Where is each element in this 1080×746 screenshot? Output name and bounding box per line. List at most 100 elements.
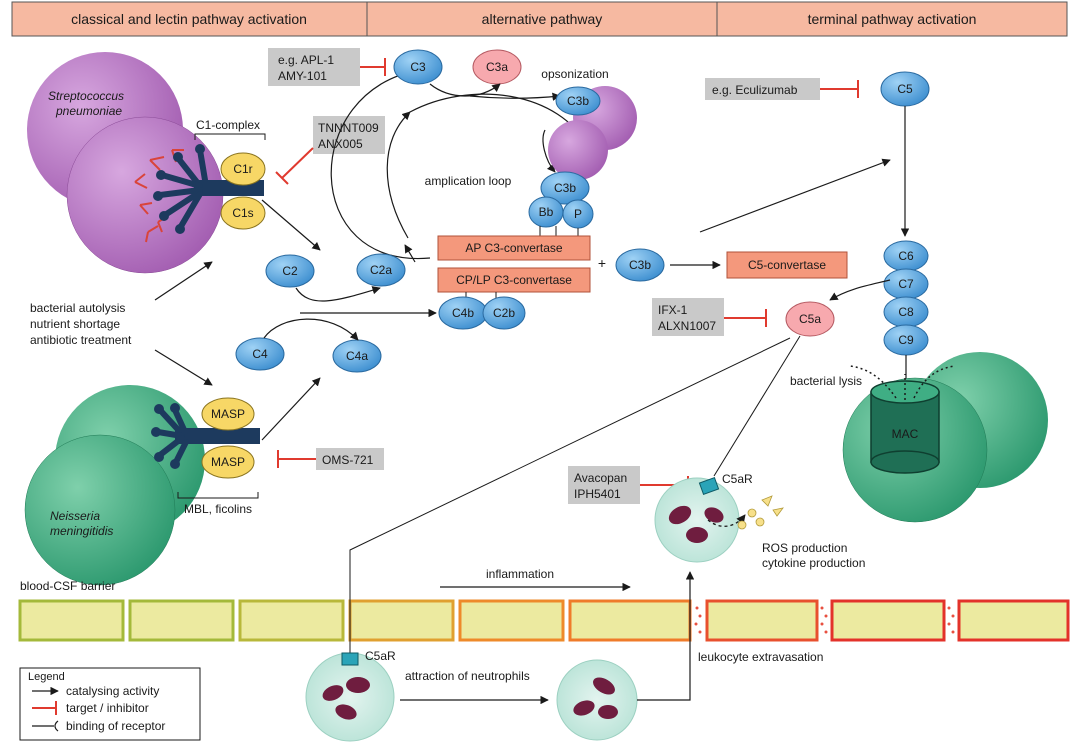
lysis-efflux-arrows — [849, 365, 956, 400]
cytokine-label: cytokine production — [762, 556, 865, 570]
barrier-cell-3 — [238, 599, 345, 642]
barrier-leak-dots — [694, 606, 955, 634]
c9-label: C9 — [898, 333, 914, 347]
c2-label: C2 — [282, 264, 298, 278]
classical-arrows — [261, 199, 437, 441]
inhibitor-apl-tbar — [360, 58, 386, 76]
c2b-node — [482, 296, 526, 330]
triggers-text: bacterial autolysis nutrient shortage an… — [30, 301, 132, 347]
inhibitor-oms-tbar — [277, 450, 316, 468]
barrier-cell-6 — [568, 599, 692, 642]
c5a-node — [785, 301, 835, 337]
mac-bottom — [870, 450, 940, 474]
barrier-cell-9 — [957, 599, 1070, 642]
inhibitor-apl-line1: e.g. APL-1 — [278, 53, 334, 67]
inhibitor-ifx-line1: IFX-1 — [658, 303, 688, 317]
c1r-label: C1r — [233, 162, 252, 176]
inhibitor-avacopan: Avacopan IPH5401 — [568, 466, 689, 504]
classical-cleavage: C2 C2a C4 C4a — [235, 199, 437, 441]
trigger-line1: bacterial autolysis — [30, 301, 125, 315]
c1-complex-label: C1-complex — [196, 118, 260, 132]
c5a-label: C5a — [799, 312, 821, 326]
inflammation-label: inflammation — [486, 567, 554, 581]
cp-c3-convertase-label: CP/LP C3-convertase — [456, 273, 572, 287]
ros-particles — [737, 495, 784, 530]
inhibitor-avacopan-box — [568, 466, 640, 504]
attraction-label: attraction of neutrophils — [405, 669, 530, 683]
streptococcus-cluster: Streptococcus pneumoniae C1r C1s — [27, 52, 266, 274]
barrier-label: blood-CSF barrier — [20, 579, 115, 593]
c5ar-top-label: C5aR — [722, 472, 753, 486]
inhibitor-oms: OMS-721 — [277, 448, 384, 470]
opsonization-label: opsonization — [541, 67, 608, 81]
neutrophil-activated: C5aR ROS production cytokine production — [654, 335, 865, 570]
inhibitor-ifx-line2: ALXN1007 — [658, 319, 716, 333]
barrier-cell-7 — [705, 599, 819, 642]
bb-label: Bb — [539, 205, 554, 219]
neisseria-name-line2: meningitidis — [50, 524, 113, 538]
inhibitor-eculizumab: e.g. Eculizumab — [705, 78, 859, 100]
c4-label: C4 — [252, 347, 268, 361]
c5ar-top-icon — [698, 476, 720, 496]
neutrophil-activated-nucleus — [668, 505, 724, 543]
c3b-mid-label: C3b — [629, 258, 651, 272]
header-terminal-box — [716, 1, 1068, 37]
trigger-line2: nutrient shortage — [30, 317, 120, 331]
barrier-cell-1 — [18, 599, 125, 642]
inhibitor-avacopan-line1: Avacopan — [574, 471, 627, 485]
ap-c3-convertase-box — [437, 235, 591, 261]
mac-top — [870, 380, 940, 404]
c4-node — [235, 337, 285, 371]
inhibitor-tnnnt-line1: TNNNT009 — [318, 121, 379, 135]
c3b-loop-label: C3b — [554, 181, 576, 195]
legend-binding: binding of receptor — [66, 719, 165, 733]
c1s-node — [220, 196, 266, 230]
trigger-arrows — [154, 261, 213, 386]
inhibitor-oms-box — [316, 448, 384, 470]
alternative-pathway: amplication loop C3 C3a opsonization C3b… — [330, 49, 891, 330]
c4b-label: C4b — [452, 306, 474, 320]
masp-label-top: MASP — [211, 407, 245, 421]
c3b-opson-node — [555, 86, 601, 116]
neutrophil-left-cell — [305, 652, 395, 742]
c3-label: C3 — [410, 60, 426, 74]
barrier-cell-4 — [348, 599, 455, 642]
c3-cleavage-arrow — [429, 83, 501, 97]
masp-node-top — [201, 397, 255, 431]
c3b-loop-node — [540, 171, 590, 205]
ap-c3-convertase-label: AP C3-convertase — [465, 241, 562, 255]
strep-name-line2: pneumoniae — [55, 104, 122, 118]
c1r-node — [220, 152, 266, 186]
c5ar-bottom-icon — [341, 652, 359, 666]
legend-title: Legend — [28, 671, 65, 683]
convertase-to-c5-arrow — [699, 158, 891, 233]
c5-convertase-box — [726, 251, 848, 279]
header-terminal: terminal pathway activation — [808, 11, 977, 27]
c1-complex-bracket — [194, 133, 266, 140]
neutrophil-right-nucleus — [573, 677, 618, 719]
c2a-label: C2a — [370, 263, 392, 277]
inhibitor-apl-box — [268, 48, 360, 86]
masp-label-bottom: MASP — [211, 455, 245, 469]
c1s-label: C1s — [232, 206, 253, 220]
c2-node — [265, 254, 315, 288]
terminal-pathway: C5 C6 C7 C8 C9 C5a bacterial lysis MAC — [785, 71, 1048, 523]
c5-convertase-label: C5-convertase — [748, 258, 826, 272]
p-label: P — [574, 207, 582, 221]
loop-left-arc — [330, 69, 431, 260]
neisseria-name-line1: Neisseria — [50, 509, 100, 523]
mbl-bracket — [177, 492, 259, 499]
inhibitor-ifx-box — [652, 298, 724, 336]
inhibitor-eculizumab-box — [705, 78, 820, 100]
c3a-label: C3a — [486, 60, 508, 74]
masp-node-bottom — [201, 445, 255, 479]
legend-tbar-icon — [32, 701, 57, 715]
inhibitor-ifx: IFX-1 ALXN1007 — [652, 298, 767, 336]
c3b-opsonization-arrow — [469, 92, 561, 101]
c5ar-bottom-label: C5aR — [365, 649, 396, 663]
neutrophil-activated-cell — [654, 477, 740, 563]
cp-c3-convertase-box — [437, 267, 591, 293]
bacterial-lysis-label: bacterial lysis — [790, 374, 862, 388]
c5a-to-c5ar-bottom-line — [349, 337, 791, 660]
